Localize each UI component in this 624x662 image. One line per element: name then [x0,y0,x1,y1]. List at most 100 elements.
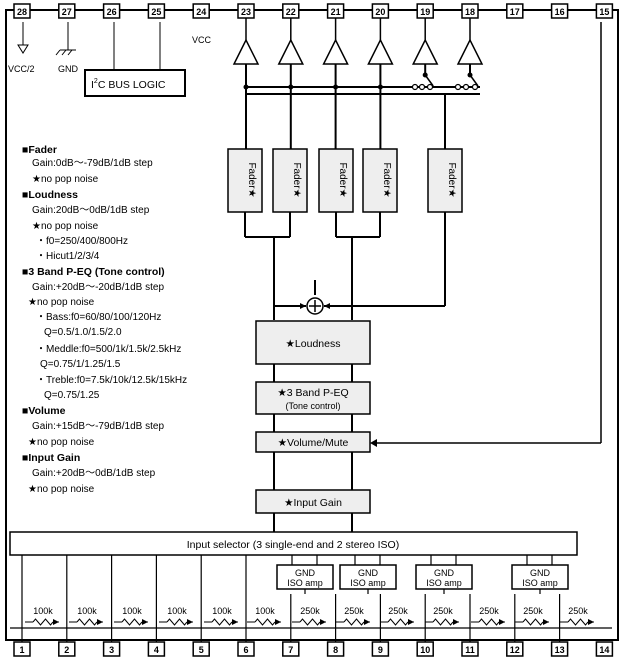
input-selector-label: Input selector (3 single-end and 2 stere… [187,539,399,551]
switch-contact [418,83,426,91]
spec-ig-pop: ★no pop noise [28,484,95,495]
top-pin-number: 21 [331,7,341,17]
output-buffer [232,38,260,65]
output-buffer [411,38,439,65]
top-pin [192,3,210,19]
spec-peq-treble-q: Q=0.75/1.25 [44,390,100,401]
resistor-value: 100k [122,606,142,616]
switch-contact [454,83,462,91]
spec-peq-treble: ・Treble:f0=7.5k/10k/12.5k/15kHz [36,375,187,386]
resistor-value: 100k [33,606,53,616]
top-pin [595,3,614,19]
iso-amp-label-1: GND [358,568,379,578]
resistor-value: 100k [77,606,97,616]
resistor [567,618,589,626]
resistor [478,618,500,626]
iso-amp-block [339,564,397,590]
fader-label: Fader★ [337,162,348,197]
chip-outline [5,9,619,641]
spec-peq-bass: ・Bass:f0=60/80/100/120Hz [36,312,161,323]
spec-list: ■Fader Gain:0dB～-79dB/1dB step ★no pop n… [22,144,187,495]
bottom-pin-number: 3 [109,645,114,655]
iso-amp-label-2: ISO amp [350,578,386,588]
fader-label: Fader★ [381,162,392,197]
resistor [387,618,409,626]
spec-peq-pop: ★no pop noise [28,297,95,308]
spec-fader-title: ■Fader [22,144,57,156]
iso-amp-label-2: ISO amp [426,578,462,588]
resistor [32,618,54,626]
switch-contact [411,83,419,91]
gnd-symbol [55,22,76,56]
input-network: 100k 100k 100k 100k 100k 100k 250k 250k 250k 250k… [10,555,612,642]
top-pin [506,3,524,19]
output-buffer [367,38,394,65]
loudness-block [255,320,371,365]
bottom-pin-number: 9 [378,645,383,655]
input-gain-label: ★Input Gain [284,497,342,509]
spec-vol-pop: ★no pop noise [28,437,95,448]
bottom-pin-number: 12 [510,645,520,655]
bottom-pin-number: 1 [19,645,24,655]
bottom-pin-number: 2 [64,645,69,655]
resistor [522,618,544,626]
resistor [166,618,188,626]
top-pin-number: 27 [62,7,72,17]
iso-amp-label-2: ISO amp [522,578,558,588]
top-pin-number: 22 [286,7,296,17]
bottom-pin-number: 8 [333,645,338,655]
input-selector-block [9,531,578,556]
fader-block [318,148,354,213]
resistor-value: 250k [300,606,320,616]
spec-peq-title: ■3 Band P-EQ (Tone control) [22,266,165,278]
switch-contact [426,83,434,91]
top-pin-number: 20 [375,7,385,17]
iso-amp-label-1: GND [530,568,551,578]
gnd-label: GND [58,64,79,74]
fader-label: Fader★ [246,162,257,197]
top-pin [550,3,569,19]
top-pin-number: 15 [599,7,609,17]
resistor-value: 250k [388,606,408,616]
loudness-label: ★Loudness [286,338,341,350]
bottom-pin-number: 6 [243,645,248,655]
top-pin-number: 25 [151,7,161,17]
spec-ig-gain: Gain:+20dB～0dB/1dB step [32,468,156,479]
vcc-half-symbol [17,22,29,54]
iso-amp-block [276,564,334,590]
switch-contacts [243,72,479,91]
top-pin-number: 16 [555,7,565,17]
bottom-pin-number: 4 [154,645,159,655]
top-pin-number: 17 [510,7,520,17]
top-pin [102,3,121,19]
resistor-value: 100k [212,606,232,616]
top-pin-number: 19 [420,7,430,17]
top-pin [13,3,31,19]
resistor-value: 250k [344,606,364,616]
resistor [343,618,365,626]
vcc-half-label: VCC/2 [8,64,35,74]
output-buffer [456,38,484,65]
input-gain-block [255,489,371,514]
resistor-value: 100k [167,606,187,616]
output-buffers [232,18,484,149]
resistor-value: 250k [433,606,453,616]
volume-label: ★Volume/Mute [278,437,349,449]
bottom-pin-number: 5 [199,645,204,655]
top-pin-number: 18 [465,7,475,17]
top-pin-number: 24 [196,7,206,17]
spec-loud-f0: ・f0=250/400/800Hz [36,236,128,247]
top-pin [147,3,166,19]
spec-peq-gain: Gain:+20dB～-20dB/1dB step [32,282,164,293]
switch-contact [471,83,479,91]
resistor-value: 100k [255,606,275,616]
resistor [76,618,98,626]
resistor [121,618,143,626]
peq-label-2: (Tone control) [285,401,340,411]
bottom-pin-number: 10 [420,645,430,655]
output-buffer [277,38,305,65]
